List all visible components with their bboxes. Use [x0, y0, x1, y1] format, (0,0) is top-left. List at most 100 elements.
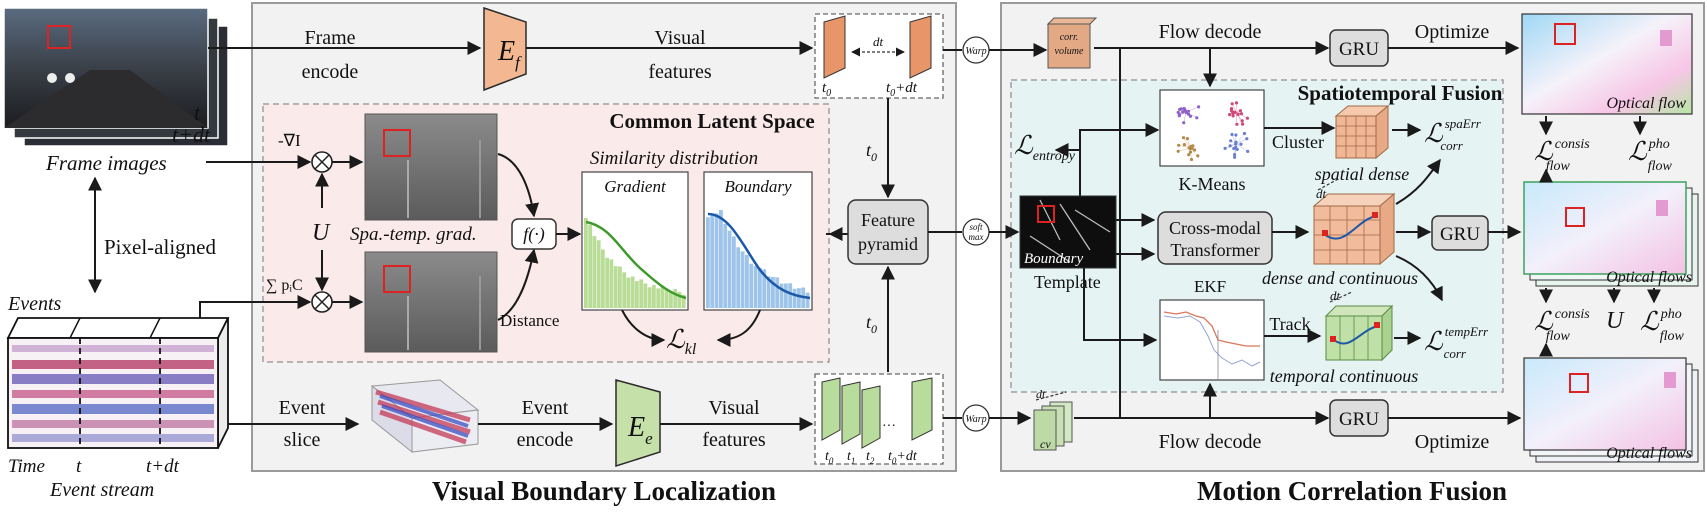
similarity-title: Similarity distribution: [590, 148, 758, 169]
f-function-label: f(·): [523, 224, 545, 245]
temporal-continuous-label: temporal continuous: [1270, 366, 1419, 386]
gru-top-label: GRU: [1339, 39, 1379, 60]
kmeans-plot: [1160, 90, 1264, 166]
kmeans-point: [1193, 148, 1196, 151]
dense-continuous-label: dense and continuous: [1262, 268, 1418, 288]
kmeans-label: K-Means: [1179, 174, 1246, 194]
kmeans-point: [1196, 154, 1199, 157]
boundary-hist-bar: [788, 283, 792, 308]
neg-grad-label: -∇I: [278, 131, 301, 150]
kmeans-point: [1241, 119, 1244, 122]
kmeans-point: [1187, 110, 1190, 113]
boundary-hist-bar: [797, 288, 801, 308]
gradient-hist-bar: [669, 292, 673, 308]
spatiotemporal-fusion-title: Spatiotemporal Fusion: [1298, 81, 1503, 105]
frame-encode-line1: Frame: [304, 27, 355, 49]
kmeans-point: [1183, 107, 1186, 110]
gradient-hist-bar: [661, 286, 665, 308]
kmeans-point: [1241, 123, 1244, 126]
kmeans-point: [1229, 139, 1232, 142]
track-label: Track: [1269, 314, 1310, 334]
gradient-hist-bar: [665, 289, 669, 308]
kmeans-point: [1245, 137, 1248, 140]
kmeans-point: [1240, 112, 1243, 115]
boundary-hist-bar: [758, 268, 762, 308]
kmeans-point: [1186, 137, 1189, 140]
event-slice-line1: Event: [279, 397, 326, 419]
features-ellipsis: ···: [882, 419, 896, 434]
kmeans-point: [1189, 151, 1192, 154]
visual-features-top-line2: features: [648, 61, 712, 83]
cluster-label: Cluster: [1272, 132, 1324, 152]
event-slice-line2: slice: [284, 429, 321, 451]
corr-volume-line1: corr.: [1060, 32, 1079, 43]
event-encode-line1: Event: [522, 397, 569, 419]
gradient-hist-bar: [635, 281, 639, 308]
spatial-dense-label: spatial dense: [1315, 164, 1410, 184]
boundary-hist-bar: [723, 224, 727, 308]
gradient-hist-bar: [656, 288, 660, 308]
distance-label: Distance: [500, 311, 559, 330]
boundary-hist-bar: [745, 255, 749, 308]
dense-dt-label: dt: [1316, 186, 1327, 201]
vbl-title: Visual Boundary Localization: [432, 476, 776, 506]
u-output-label: U: [1606, 308, 1625, 334]
kmeans-point: [1232, 114, 1235, 117]
kmeans-point: [1189, 115, 1192, 118]
kmeans-point: [1182, 136, 1185, 139]
event-stream-cube: [8, 318, 228, 448]
kmeans-point: [1246, 150, 1249, 153]
boundary-hist-bar: [793, 289, 797, 308]
gradient-hist-bar: [622, 272, 626, 308]
gradient-hist-bar: [610, 259, 614, 308]
kmeans-point: [1197, 105, 1200, 108]
frame-encode-line2: encode: [302, 61, 359, 83]
frame-feature-maps: [815, 14, 943, 98]
sum-pic-label: ∑ pᵢC: [266, 277, 303, 294]
kmeans-point: [1239, 143, 1242, 146]
temporal-dt-label: dt: [1330, 288, 1341, 303]
boundary-hist-bar: [736, 247, 740, 308]
kmeans-point: [1237, 113, 1240, 116]
visual-features-top-line1: Visual: [654, 27, 705, 49]
kmeans-point: [1239, 109, 1242, 112]
optimize-bottom-label: Optimize: [1415, 431, 1490, 453]
kmeans-point: [1224, 147, 1227, 150]
spa-temp-grad-label: Spa.-temp. grad.: [350, 224, 477, 245]
visual-features-bottom-line1: Visual: [708, 397, 759, 419]
kmeans-point: [1236, 148, 1239, 151]
kmeans-point: [1187, 153, 1190, 156]
gradient-hist-bar: [588, 225, 592, 308]
gru-bottom-label: GRU: [1339, 409, 1379, 430]
gradient-map-top: [365, 114, 497, 220]
gradient-hist-bar: [584, 218, 588, 308]
u-label: U: [312, 220, 331, 246]
event-encode-line2: encode: [517, 429, 574, 451]
boundary-hist-bar: [749, 264, 753, 308]
gradient-hist-bar: [631, 277, 635, 309]
mcf-title: Motion Correlation Fusion: [1197, 476, 1507, 506]
boundary-hist-bar: [706, 217, 710, 308]
boundary-template-label: Boundary: [1024, 251, 1084, 267]
spatial-dense-grid: [1336, 106, 1388, 158]
warp-top-label: Warp: [965, 46, 986, 57]
boundary-hist-bar: [715, 214, 719, 309]
flow-decode-top-label: Flow decode: [1159, 21, 1262, 43]
event-t-label: t: [76, 456, 82, 477]
gru-middle-label: GRU: [1440, 224, 1480, 245]
cv-label: cv: [1040, 437, 1051, 451]
event-stream-caption: Event stream: [49, 479, 154, 501]
gradient-hist-bar: [605, 258, 609, 308]
kmeans-point: [1178, 114, 1181, 117]
kmeans-point: [1235, 101, 1238, 104]
kmeans-point: [1195, 116, 1198, 119]
softmax-line1: soft: [969, 222, 983, 232]
template-label: Template: [1034, 272, 1101, 292]
frame-images-caption: Frame images: [45, 151, 167, 175]
boundary-hist-bar: [784, 284, 788, 309]
optimize-top-label: Optimize: [1415, 21, 1490, 43]
boundary-hist-bar: [806, 293, 810, 308]
gradient-hist-bar: [593, 236, 597, 308]
boundary-hist-bar: [732, 236, 736, 308]
feature-pyramid-line2: pyramid: [858, 234, 918, 254]
